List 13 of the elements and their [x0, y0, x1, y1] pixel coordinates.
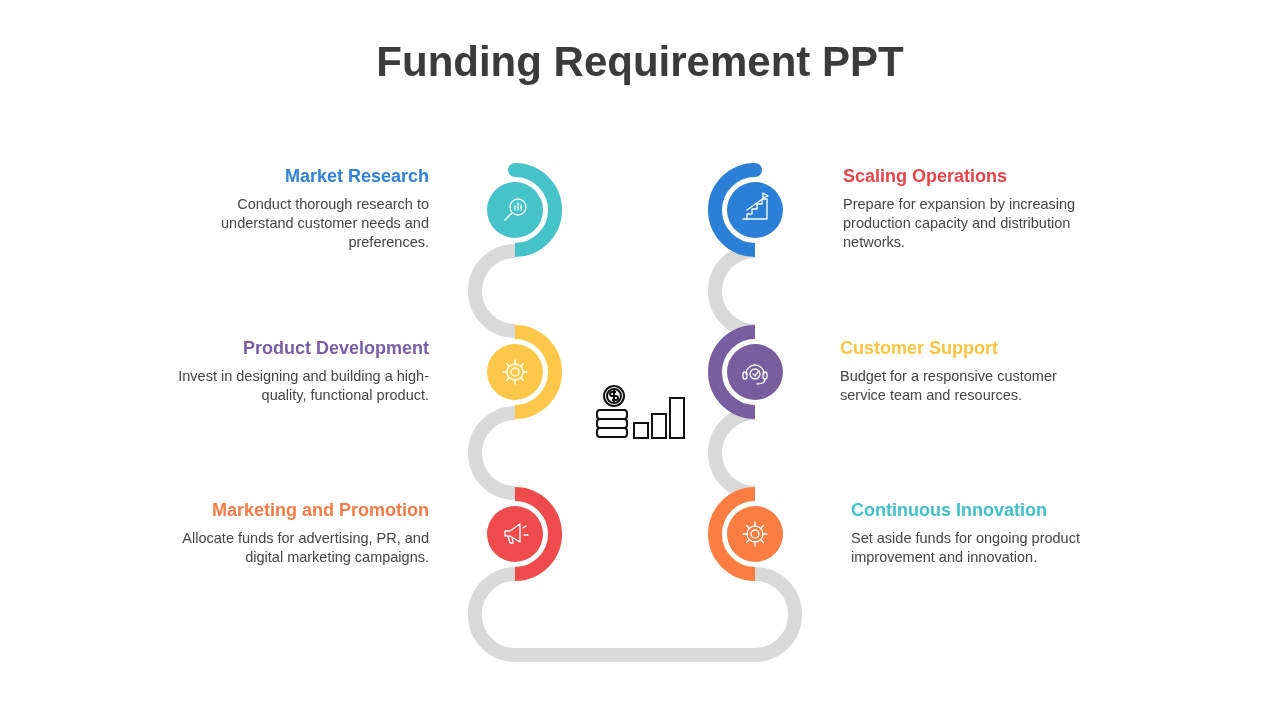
step-heading: Product Development	[242, 338, 429, 359]
step-description: Set aside funds for ongoing product improvement and innovation.	[851, 529, 1081, 567]
step-description: Invest in designing and building a high-quality, functional product.	[177, 367, 429, 405]
step-description: Allocate funds for advertising, PR, and digital marketing campaigns.	[181, 529, 429, 567]
step-description: Prepare for expansion by increasing production capacity and distribution networks.	[843, 195, 1077, 252]
step-heading: Market Research	[284, 166, 429, 187]
title: Funding Requirement PPT	[375, 38, 905, 86]
step-heading: Continuous Innovation	[851, 500, 1048, 521]
step-heading: Customer Support	[840, 338, 999, 359]
step-description: Budget for a responsive customer service team and resources.	[840, 367, 1058, 405]
step-heading: Scaling Operations	[843, 166, 1009, 187]
step-description: Conduct thorough research to understand customer needs and preferences.	[220, 195, 429, 252]
step-heading: Marketing and Promotion	[212, 500, 429, 521]
